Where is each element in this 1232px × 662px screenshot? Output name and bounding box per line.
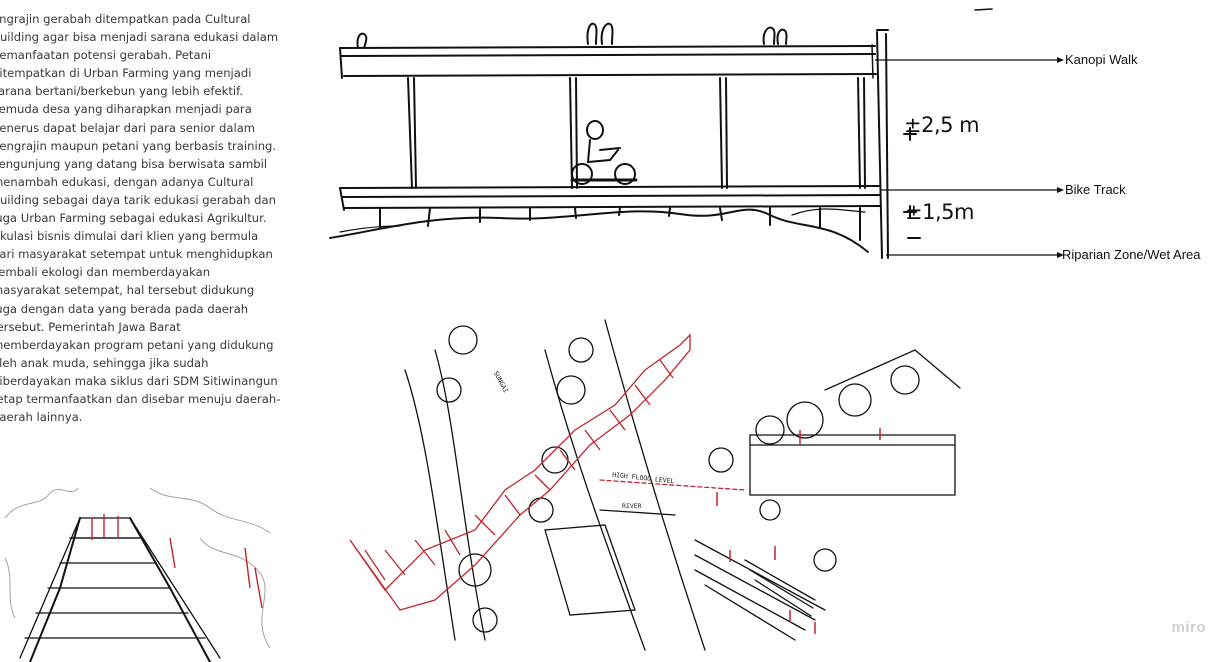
description-text: engrajin gerabah ditempatkan pada Cultur…	[0, 10, 282, 426]
label-river: RIVER	[622, 502, 642, 510]
dimension-lower: ±1,5m	[905, 200, 974, 224]
label-riparian-zone: Riparian Zone/Wet Area	[1062, 247, 1201, 262]
dimension-upper: ±2,5 m	[904, 113, 980, 137]
walkway-sketch	[4, 487, 271, 662]
label-kanopi-walk: Kanopi Walk	[1065, 52, 1138, 67]
plan-sketch	[349, 319, 961, 651]
description-paragraph-2: irkulasi bisnis dimulai dari klien yang …	[0, 229, 281, 425]
description-paragraph-1: engrajin gerabah ditempatkan pada Cultur…	[0, 12, 279, 226]
miro-watermark: miro	[1171, 619, 1206, 636]
label-bike-track: Bike Track	[1065, 182, 1126, 197]
section-sketch	[329, 8, 1064, 259]
